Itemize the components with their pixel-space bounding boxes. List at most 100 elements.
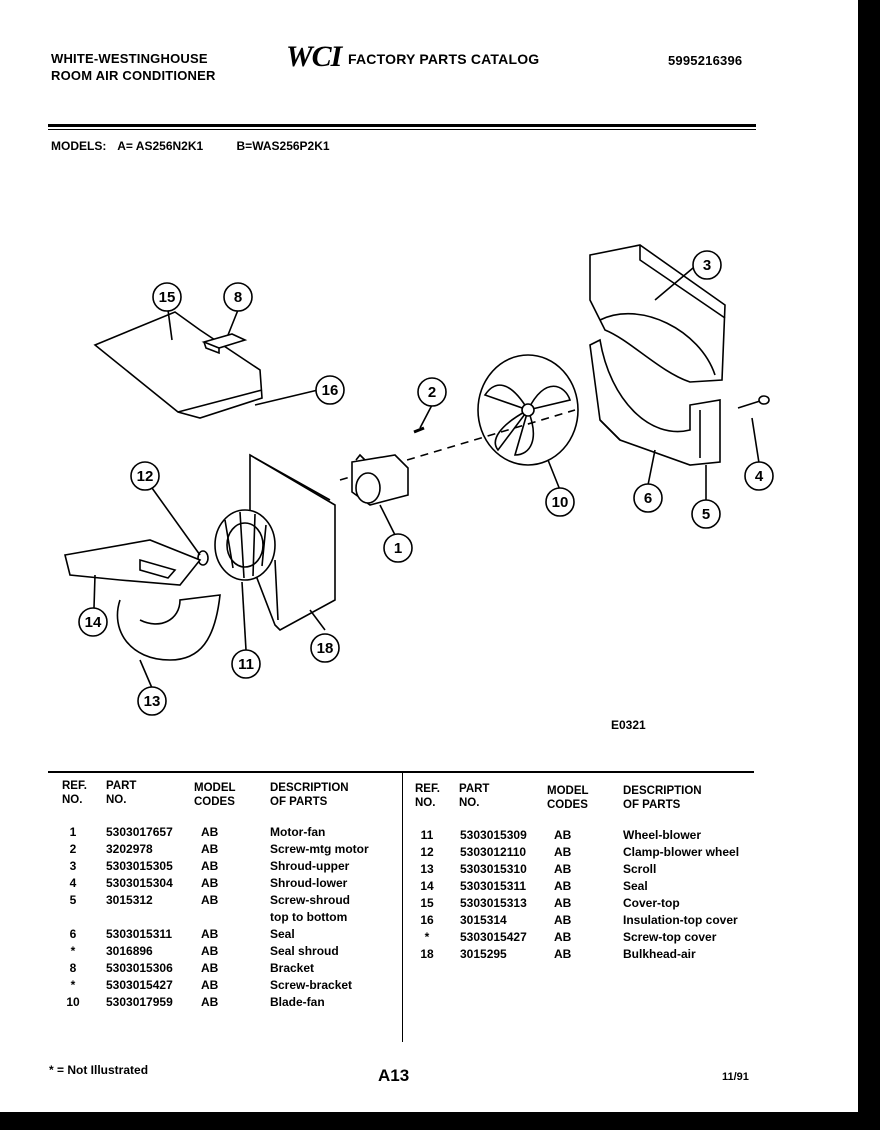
part-no-cell: 3015312 [106,893,153,907]
part-no-cell: 3202978 [106,842,153,856]
scan-border-right [858,0,880,1130]
part-no-cell: 5303017959 [106,995,173,1009]
callout-6: 6 [633,483,663,513]
ref-cell: 10 [66,995,80,1009]
part-no-cell: 3016896 [106,944,153,958]
callout-13: 13 [137,686,167,716]
callout-18-label: 18 [317,640,334,657]
callout-5: 4 [744,461,774,491]
ref-cell: 13 [420,862,434,876]
leader-lines [93,267,760,689]
callout-13-label: 13 [144,693,161,710]
header-ref: REF.NO. [62,780,87,806]
description-cell: Scroll [623,862,657,876]
issue-date: 11/91 [722,1071,749,1083]
description-cell: top to bottom [270,910,348,924]
callout-1-label: 1 [394,540,402,557]
callout-14-label: 14 [85,614,102,631]
model-codes-cell: AB [554,828,572,842]
description-cell: Bulkhead-air [623,947,696,961]
model-codes-cell: AB [201,876,219,890]
model-codes-cell: AB [554,930,572,944]
part-no-cell: 5303015311 [460,879,527,893]
ref-cell: 4 [69,876,77,890]
callout-11: 11 [231,649,261,679]
description-cell: Blade-fan [270,995,325,1009]
description-cell: Wheel-blower [623,828,702,842]
model-codes-cell: AB [554,862,572,876]
callout-10: 10 [545,487,575,517]
models-label: MODELS: [51,139,107,153]
models-line: MODELS: A= AS256N2K1 B=WAS256P2K1 [51,139,338,153]
callout-2-label: 2 [428,384,436,401]
model-codes-cell: AB [201,825,219,839]
ref-cell: 11 [420,828,434,842]
model-codes-cell: AB [201,927,219,941]
description-cell: Clamp-blower wheel [623,845,740,859]
shroud-lower-part [589,338,721,466]
ref-cell: 8 [69,961,77,975]
header-ref-right: REF.NO. [415,783,440,809]
table-top-rule [48,771,754,773]
ref-cell: * [70,978,76,992]
callout-8-label: 8 [234,289,242,306]
screw-shroud-part [737,395,770,409]
ref-cell: 16 [420,913,434,927]
model-codes-cell: AB [554,913,572,927]
description-cell: Seal [270,927,295,941]
callout-16-label: 16 [322,382,339,399]
description-cell: Screw-shroud [270,893,351,907]
callout-2: 2 [417,377,447,407]
model-codes-cell: AB [554,845,572,859]
callout-11-label: 11 [238,656,254,673]
callout-18: 18 [310,633,340,663]
part-no-cell: 5303015313 [460,896,527,910]
model-codes-cell: AB [201,995,219,1009]
exploded-parts-diagram: 15 8 16 2 3 12 10 6 5 4 1 14 18 11 13 [64,244,774,716]
table-row: 10 5303017959 AB Blade-fan [0,995,402,1012]
model-a: A= AS256N2K1 [117,139,204,153]
not-illustrated-note: * = Not Illustrated [49,1063,149,1077]
callout-15: 15 [152,282,182,312]
model-codes-cell: AB [201,944,219,958]
callout-3-label: 3 [703,257,711,274]
part-no-cell: 5303015304 [106,876,173,890]
model-codes-cell: AB [554,947,572,961]
table-row: 2 3202978 AB Screw-mtg motor [0,842,402,859]
model-codes-cell: AB [554,896,572,910]
table-row: 13 5303015310 AB Scroll [0,862,858,879]
ref-cell: 6 [69,927,77,941]
description-cell: Screw-mtg motor [270,842,369,856]
model-codes-cell: AB [201,842,219,856]
model-codes-cell: AB [201,961,219,975]
part-no-cell: 5303017657 [106,825,173,839]
ref-cell: 1 [69,825,77,839]
part-no-cell: 5303015310 [460,862,527,876]
bracket-part [201,333,248,355]
ref-cell: 2 [69,842,77,856]
callout-12-label: 12 [137,468,154,485]
brand-name: WHITE-WESTINGHOUSE [51,51,208,66]
model-codes-cell: AB [554,879,572,893]
scroll-part [64,539,221,661]
callout-5-label: 4 [755,468,764,485]
ref-cell: 3 [69,859,77,873]
model-codes-cell: AB [201,859,219,873]
model-codes-cell: AB [201,978,219,992]
description-cell: Seal shroud [270,944,339,958]
